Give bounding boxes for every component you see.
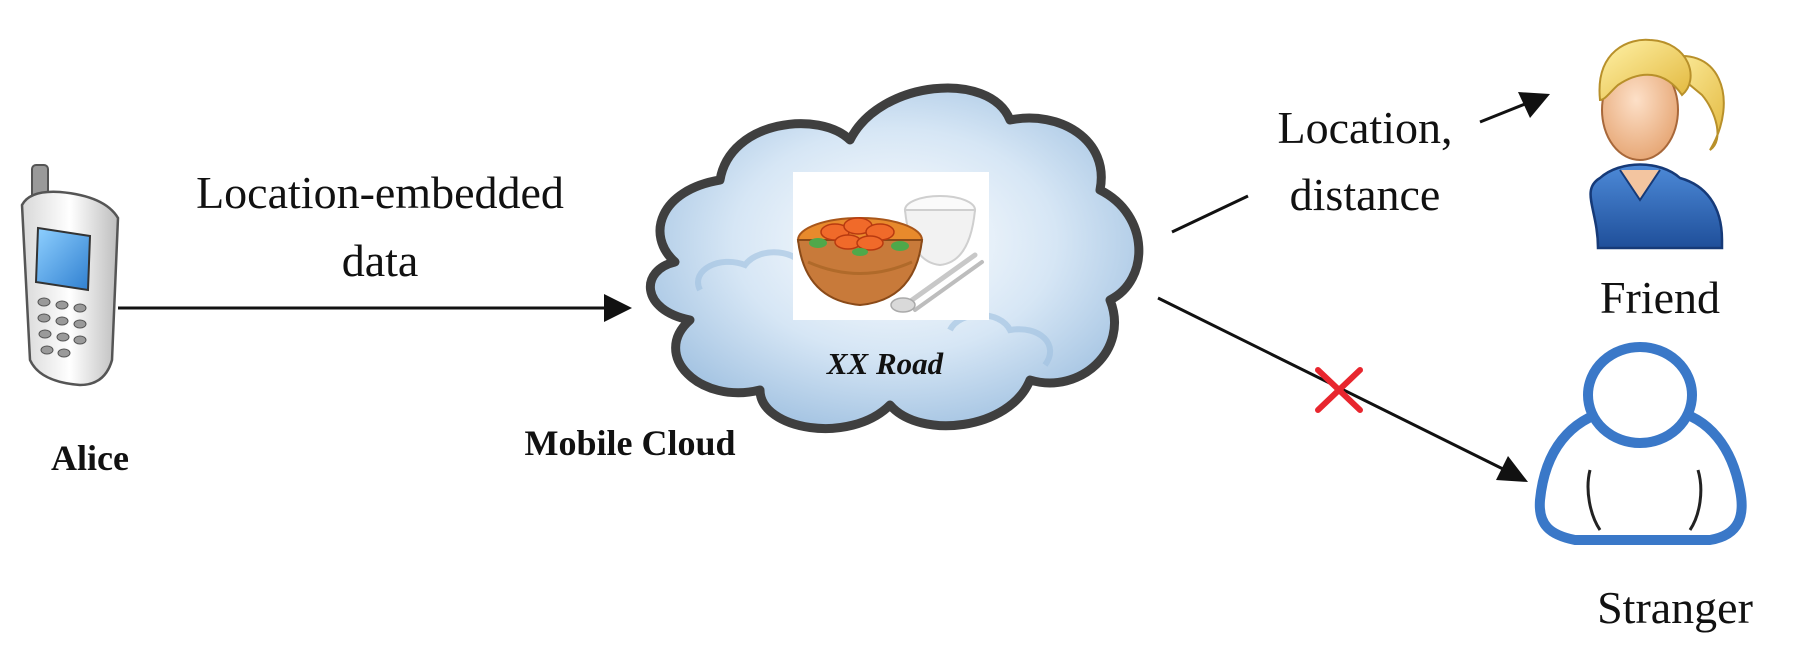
person-female-icon xyxy=(1589,38,1725,250)
cloud-label: Mobile Cloud xyxy=(524,423,736,463)
cross-mark-icon xyxy=(1315,367,1363,413)
friend-label: Friend xyxy=(1599,272,1721,323)
place-label: XX Road xyxy=(826,346,944,381)
message-label-line1: Location-embedded xyxy=(196,167,564,218)
share-arrow-friend xyxy=(1171,92,1550,234)
food-bowl-icon xyxy=(793,172,989,320)
share-label-line1: Location, xyxy=(1277,102,1453,153)
alice-label: Alice xyxy=(51,438,129,478)
mobile-phone-icon xyxy=(20,164,120,387)
share-label-line2: distance xyxy=(1289,169,1441,220)
stranger-label: Stranger xyxy=(1597,582,1753,633)
message-label-line2: data xyxy=(341,235,419,286)
person-outline-icon xyxy=(1534,342,1747,545)
send-arrow xyxy=(118,294,632,322)
